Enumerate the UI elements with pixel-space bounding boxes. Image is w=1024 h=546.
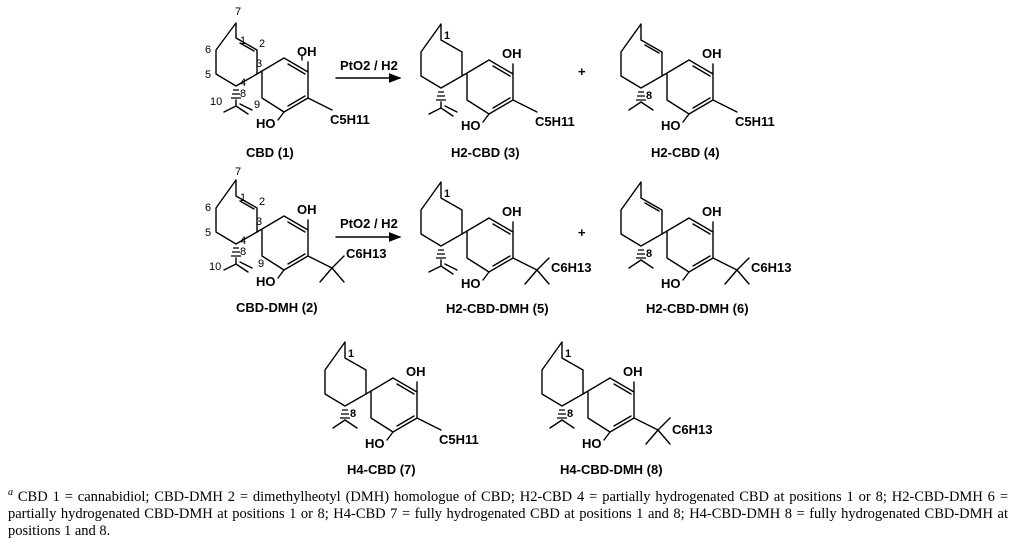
hydroxyl-label: OH [623,364,643,379]
svg-text:7: 7 [235,166,241,178]
pentyl-label: C5H11 [330,112,370,127]
hexyl-label: C6H13 [346,246,386,261]
svg-text:6: 6 [205,202,211,214]
svg-text:8: 8 [240,88,246,100]
structure-cbd: 7 1 2 3 4 5 6 8 9 10 OH HO C5H11 CBD (1) [205,6,370,160]
hydroxyl-label: HO [461,118,481,133]
footnote-text: CBD 1 = cannabidiol; CBD-DMH 2 = dimethy… [8,488,1008,539]
compound-label-h4-cbd-7: H4-CBD (7) [347,462,416,477]
footnote-marker: a [8,487,13,498]
svg-text:9: 9 [258,258,264,270]
compound-label-h4-cbd-dmh-8: H4-CBD-DMH (8) [560,462,663,477]
svg-text:1: 1 [240,192,246,204]
reaction-scheme: 7 1 2 3 4 5 6 8 9 10 OH HO C5H11 CBD (1)… [205,6,791,477]
svg-text:5: 5 [205,69,211,81]
reaction-arrow-2: PtO2 / H2 [335,216,402,242]
hydroxyl-label: OH [502,204,522,219]
pentyl-label: C5H11 [439,432,479,447]
hydroxyl-label: HO [365,436,385,451]
hydroxyl-label: HO [661,118,681,133]
svg-text:9: 9 [254,99,260,111]
pentyl-label: C5H11 [735,114,775,129]
plus-sign: + [578,225,586,240]
compound-label-cbd-dmh: CBD-DMH (2) [236,300,318,315]
hydroxyl-label: OH [406,364,426,379]
reaction-arrow-1: PtO2 / H2 [335,58,402,83]
hexyl-label: C6H13 [672,422,712,437]
svg-text:2: 2 [259,196,265,208]
svg-text:7: 7 [235,6,241,18]
structure-h2-cbd-4: 8 OH HO C5H11 H2-CBD (4) [620,23,775,160]
hydroxyl-label: OH [702,204,722,219]
hydroxyl-label: HO [582,436,602,451]
svg-text:1: 1 [348,348,354,360]
compound-label-cbd: CBD (1) [246,145,294,160]
hydroxyl-label: OH [297,44,317,59]
reagent-label: PtO2 / H2 [340,216,398,231]
structure-h4-cbd-7: 1 8 OH HO C5H11 H4-CBD (7) [324,341,479,477]
svg-text:6: 6 [205,44,211,56]
compound-label-h2-cbd-3: H2-CBD (3) [451,145,520,160]
svg-text:8: 8 [350,408,356,420]
hydroxyl-label: OH [702,46,722,61]
compound-label-h2-cbd-4: H2-CBD (4) [651,145,720,160]
svg-text:8: 8 [646,248,652,260]
svg-text:10: 10 [209,261,221,273]
svg-text:4: 4 [240,235,246,247]
svg-text:10: 10 [210,96,222,108]
hexyl-label: C6H13 [751,260,791,275]
compound-label-h2-cbd-dmh-6: H2-CBD-DMH (6) [646,301,749,316]
hydroxyl-label: OH [502,46,522,61]
structure-h2-cbd-dmh-6: 8 OH HO C6H13 H2-CBD-DMH (6) [620,181,791,316]
svg-text:3: 3 [256,216,262,228]
svg-text:3: 3 [256,58,262,70]
hexyl-label: C6H13 [551,260,591,275]
svg-text:8: 8 [646,90,652,102]
hydroxyl-label: HO [661,276,681,291]
structure-h2-cbd-3: 1 OH HO C5H11 H2-CBD (3) [420,23,575,160]
compound-label-h2-cbd-dmh-5: H2-CBD-DMH (5) [446,301,549,316]
footnote: a CBD 1 = cannabidiol; CBD-DMH 2 = dimet… [8,484,1008,540]
svg-text:1: 1 [444,30,450,42]
structure-h4-cbd-dmh-8: 1 8 OH HO C6H13 H4-CBD-DMH (8) [541,341,712,477]
svg-text:4: 4 [240,77,246,89]
pentyl-label: C5H11 [535,114,575,129]
svg-text:1: 1 [240,35,246,47]
hydroxyl-label: HO [256,274,276,289]
svg-text:5: 5 [205,227,211,239]
plus-sign: + [578,64,586,79]
hydroxyl-label: HO [461,276,481,291]
reagent-label: PtO2 / H2 [340,58,398,73]
svg-text:1: 1 [565,348,571,360]
svg-text:2: 2 [259,38,265,50]
svg-text:1: 1 [444,188,450,200]
hydroxyl-label: HO [256,116,276,131]
structure-cbd-dmh: 7 1 2 3 4 5 6 8 9 10 OH HO C6H13 CBD-DMH… [205,166,386,315]
hydroxyl-label: OH [297,202,317,217]
structure-h2-cbd-dmh-5: 1 OH HO C6H13 H2-CBD-DMH (5) [420,181,591,316]
svg-text:8: 8 [567,408,573,420]
svg-text:8: 8 [240,246,246,258]
